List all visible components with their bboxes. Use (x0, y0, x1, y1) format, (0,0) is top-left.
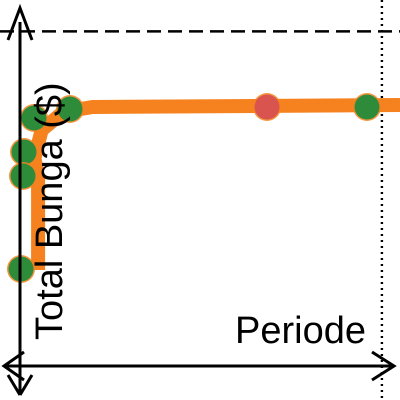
x-axis-arrow-left (1, 350, 25, 382)
data-point (10, 163, 36, 189)
data-point (11, 139, 37, 165)
data-point (57, 96, 83, 122)
y-axis-arrow-bottom-left (6, 374, 22, 396)
series-line (27, 98, 400, 270)
x-axis-arrow-right (371, 350, 397, 382)
data-point (354, 94, 380, 120)
y-axis-label: Total Bunga ($) (29, 82, 71, 340)
series-line-layer (27, 98, 400, 270)
y-axis-arrow-bottom-right (18, 374, 34, 396)
points-layer (7, 93, 381, 283)
data-point (21, 105, 47, 131)
y-axis-arrow-top (6, 3, 34, 41)
x-axis-label: Periode (235, 310, 366, 352)
data-point (254, 94, 280, 120)
axes-layer (1, 3, 397, 396)
